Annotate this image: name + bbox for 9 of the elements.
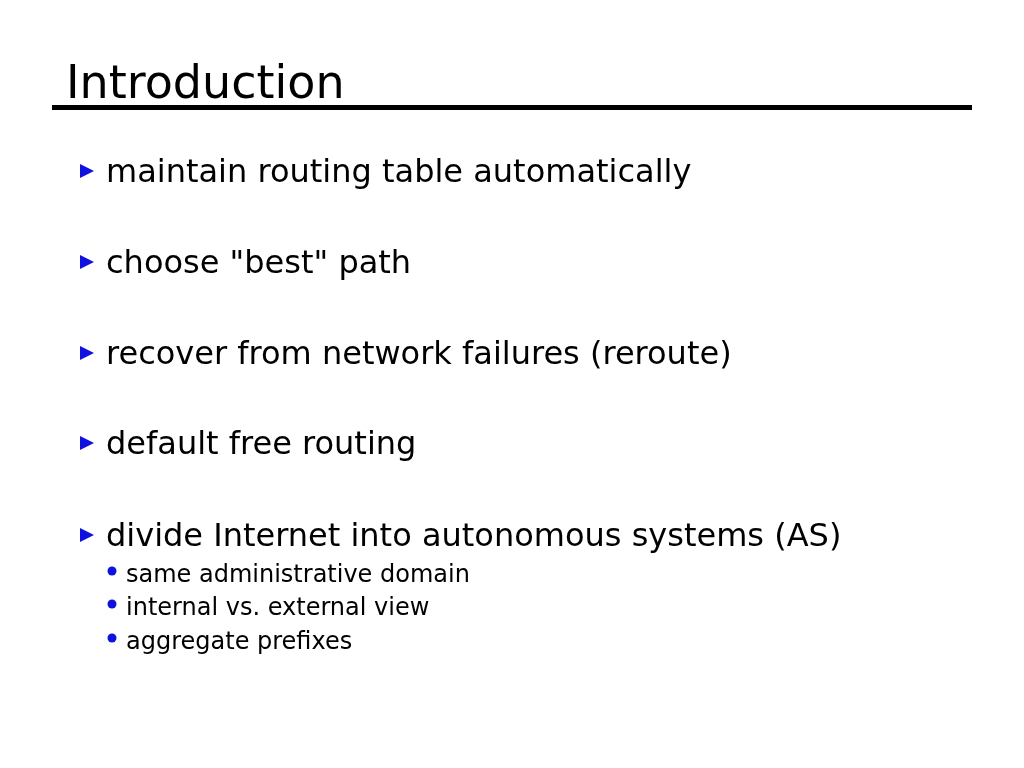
bullet-text: maintain routing table automatically <box>106 152 692 190</box>
sub-bullet-text: internal vs. external view <box>126 593 430 621</box>
sub-bullet-text: aggregate prefixes <box>126 627 353 655</box>
bullet-text: choose "best" path <box>106 243 412 281</box>
bullet-text: divide Internet into autonomous systems (AS) <box>106 516 842 554</box>
bullet-text: recover from network failures (reroute) <box>106 334 732 372</box>
slide-title: Introduction <box>66 54 345 110</box>
sub-bullet-text: same administrative domain <box>126 560 470 588</box>
bullet-text: default free routing <box>106 424 417 462</box>
